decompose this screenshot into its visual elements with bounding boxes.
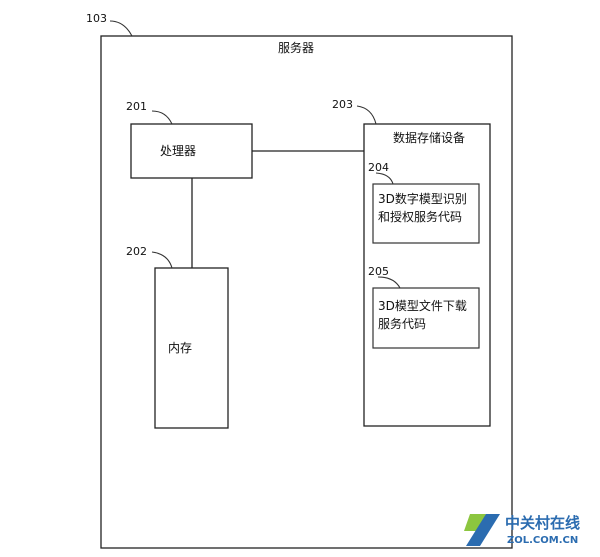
storage-ref-leader (356, 105, 377, 125)
download-ref-number: 205 (368, 265, 389, 278)
memory-label: 内存 (168, 341, 192, 355)
storage-ref-number: 203 (332, 98, 353, 111)
recognition-code-line2: 和授权服务代码 (378, 209, 462, 224)
recognition-ref-leader (375, 172, 394, 185)
processor-ref-leader (151, 110, 173, 125)
processor-ref-number: 201 (126, 100, 147, 113)
memory-ref-number: 202 (126, 245, 147, 258)
recognition-code-box (372, 183, 480, 244)
recognition-ref-number: 204 (368, 161, 389, 174)
recognition-code-line1: 3D数字模型识别 (378, 191, 467, 206)
processor-box (130, 123, 253, 179)
zol-logo-mark-blue-icon (466, 514, 500, 546)
storage-box (363, 123, 491, 427)
zol-watermark-name: 中关村在线 (505, 514, 580, 532)
zol-watermark-logo: 中关村在线 ZOL.COM.CN (464, 514, 580, 546)
server-label: 服务器 (278, 40, 314, 55)
download-ref-leader (377, 276, 401, 289)
storage-label: 数据存储设备 (393, 130, 465, 145)
download-code-line2: 服务代码 (378, 316, 426, 331)
download-code-box (372, 287, 480, 349)
memory-box (154, 267, 229, 429)
memory-ref-leader (151, 251, 173, 269)
server-ref-number: 103 (86, 12, 107, 25)
download-code-line1: 3D模型文件下载 (378, 298, 467, 313)
server-ref-leader (109, 20, 133, 37)
processor-label: 处理器 (160, 144, 196, 158)
zol-watermark-domain: ZOL.COM.CN (507, 535, 578, 546)
